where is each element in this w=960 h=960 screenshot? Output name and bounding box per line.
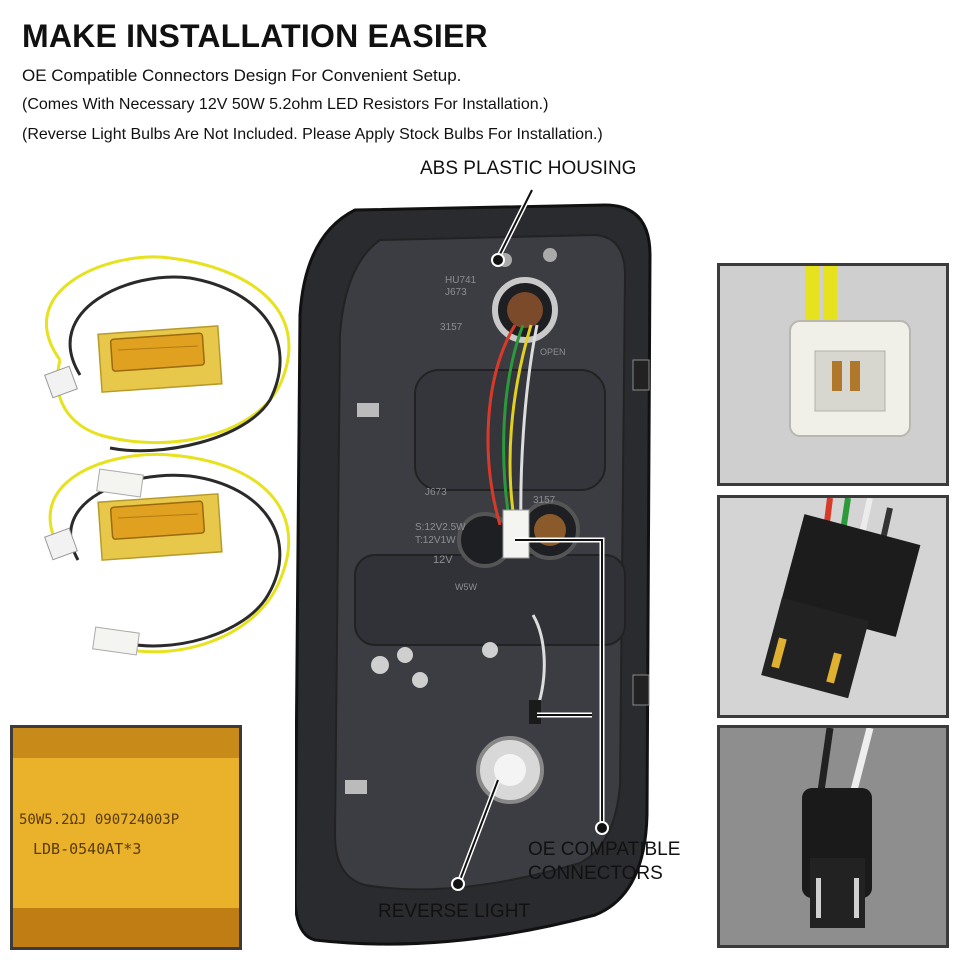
page-title: MAKE INSTALLATION EASIER [22,18,488,54]
reverse-socket-image [720,728,946,945]
housing-code-text: J673 [445,287,467,298]
housing-code-text: 3157 [440,322,463,333]
resistor-note: (Comes With Necessary 12V 50W 5.2ohm LED… [22,96,549,113]
housing-code-text: HU741 [445,275,477,286]
connector-panel-top [717,263,949,486]
resistor-board-lower [44,493,223,561]
housing-code-text: 3157 [533,495,556,506]
housing-code-text: T:12V1W [415,535,456,546]
resistor-marking-line2: LDB-0540AT*3 [33,840,141,858]
housing-code-text: W5W [455,582,478,592]
subtitle-line: OE Compatible Connectors Design For Conv… [22,66,462,85]
bulb-note: (Reverse Light Bulbs Are Not Included. P… [22,126,603,143]
callout-oe-connectors-2: CONNECTORS [528,863,663,884]
resistor-closeup-image: 50W5.2ΩJ 090724003P LDB-0540AT*3 [13,728,239,947]
black-plug-image [761,498,921,699]
connector-panel-bottom [717,725,949,948]
housing-code-text: 12V [433,554,453,566]
housing-code-text: S:12V2.5W [415,522,466,533]
callout-oe-connectors-1: OE COMPATIBLE [528,839,681,860]
resistor-harness-illustration [44,255,291,656]
white-connector-image [789,266,911,437]
resistor-marking-line1: 50W5.2ΩJ 090724003P [19,812,179,828]
resistor-closeup-panel: 50W5.2ΩJ 090724003P LDB-0540AT*3 [10,725,242,950]
callout-reverse-light: REVERSE LIGHT [378,901,531,922]
callout-abs-housing: ABS PLASTIC HOUSING [420,158,637,179]
connector-panel-middle [717,495,949,718]
housing-code-text: OPEN [540,347,566,357]
housing-code-text: J673 [425,487,447,498]
resistor-board-upper [44,325,223,399]
